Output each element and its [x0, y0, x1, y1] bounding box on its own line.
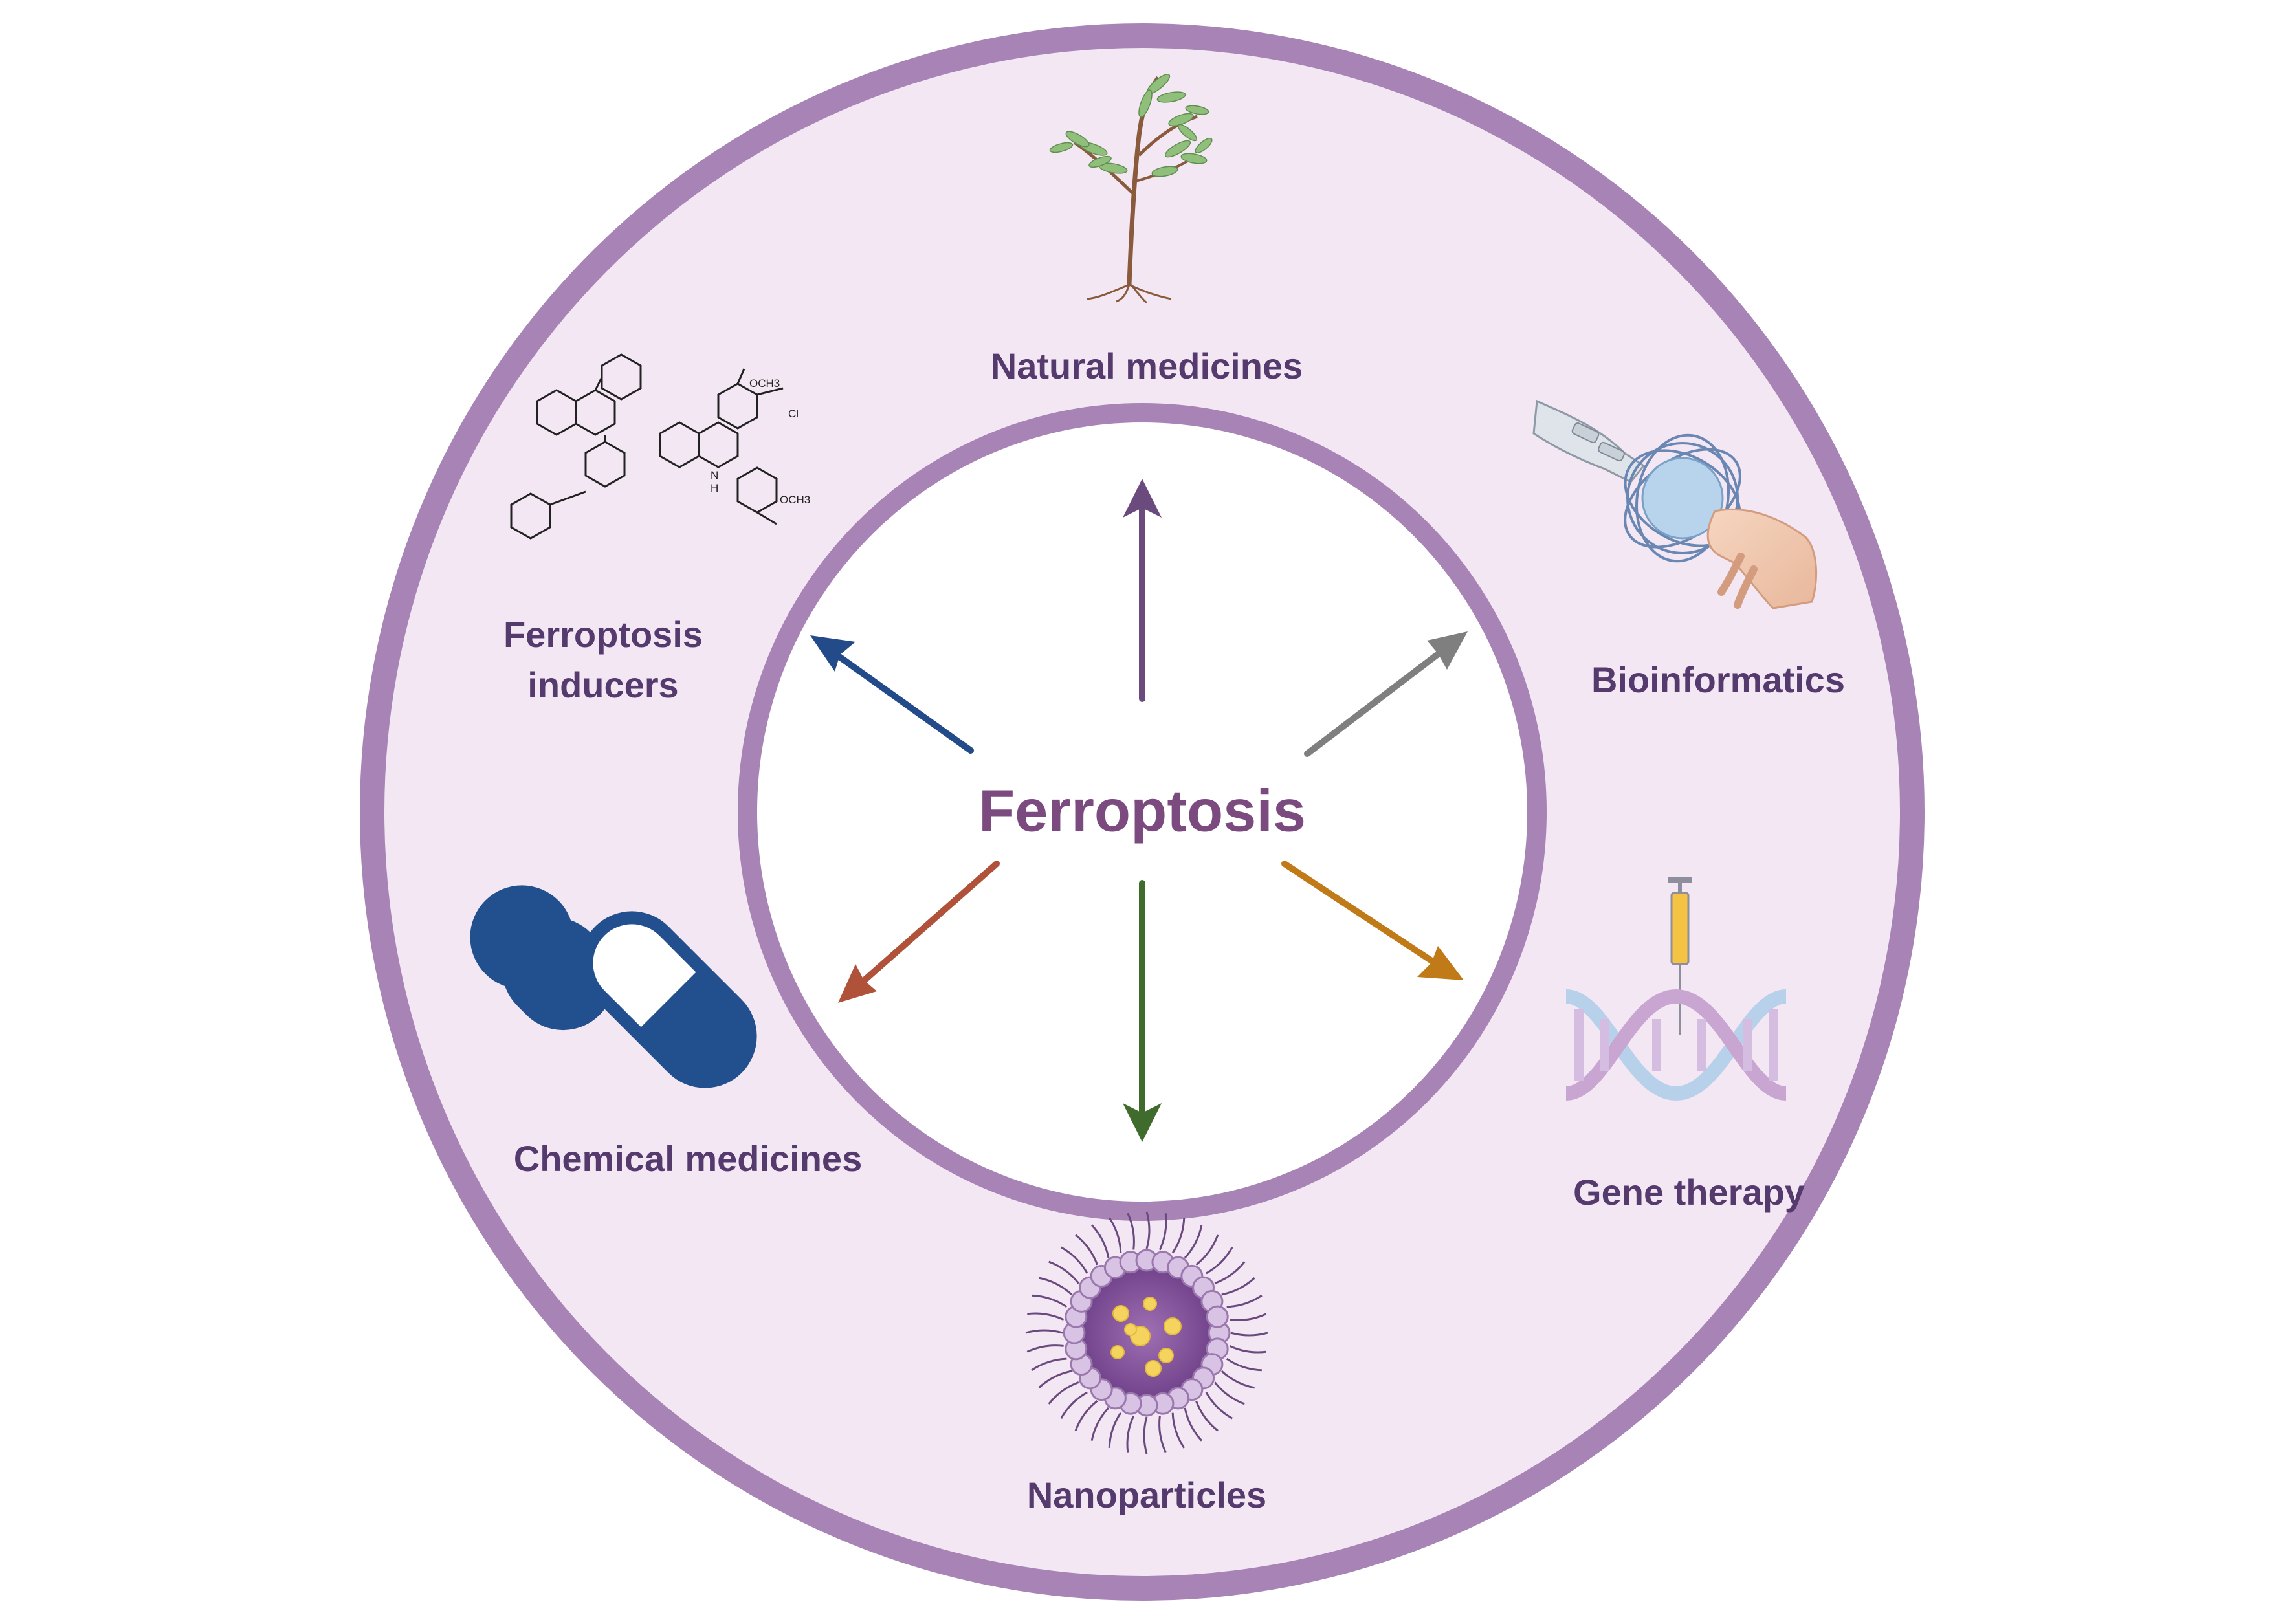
- capsule-pills-icon: [470, 885, 757, 1088]
- arrow-ferroptosis-inducers: [832, 650, 974, 754]
- arrow-gene-therapy: [1281, 861, 1440, 967]
- label-gene-therapy: Gene therapy: [1573, 1172, 1805, 1213]
- dna-syringe-icon: [1565, 877, 1787, 1101]
- label-natural-medicines: Natural medicines: [991, 346, 1303, 386]
- arrow-chemical-medicines: [857, 861, 1000, 987]
- arrow-bioinformatics: [1304, 647, 1446, 757]
- label-nanoparticles: Nanoparticles: [1027, 1475, 1266, 1515]
- inner-ring: [738, 403, 1547, 1221]
- chem-label-n: N: [711, 469, 718, 481]
- chem-label-och3-top: OCH3: [749, 377, 780, 390]
- center-label: Ferroptosis: [978, 778, 1306, 844]
- nanoparticle-icon: [1025, 1211, 1268, 1454]
- label-chemical-medicines: Chemical medicines: [514, 1138, 862, 1179]
- label-ferroptosis-inducers-line1: Ferroptosis: [503, 614, 703, 655]
- chem-label-och3-bottom: OCH3: [780, 494, 810, 506]
- chem-label-h: H: [711, 482, 718, 494]
- label-bioinformatics: Bioinformatics: [1591, 659, 1845, 700]
- robot-hand-network-icon: [1532, 399, 1817, 609]
- chemical-structure-icon: [510, 353, 784, 540]
- arrowhead-chemical-medicines: [838, 964, 877, 1003]
- chem-label-cl: Cl: [788, 408, 799, 420]
- plant-icon: [1049, 74, 1213, 304]
- arrowhead-gene-therapy: [1417, 946, 1464, 980]
- label-ferroptosis-inducers-line2: inducers: [527, 664, 678, 705]
- arrowhead-natural-medicines: [1123, 479, 1162, 518]
- arrowhead-nanoparticles: [1123, 1103, 1162, 1142]
- arrows: [810, 479, 1468, 1142]
- arrowhead-bioinformatics: [1427, 631, 1468, 670]
- arrowhead-ferroptosis-inducers: [810, 635, 855, 672]
